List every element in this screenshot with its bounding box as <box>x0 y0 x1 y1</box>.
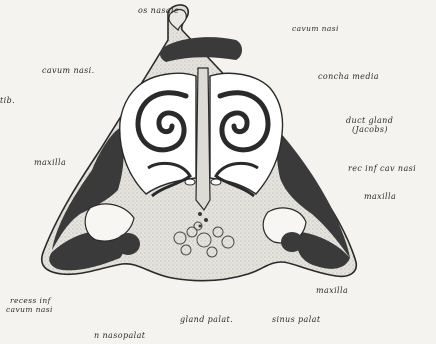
label-cavum-nasi-right: cavum nasi <box>292 24 339 33</box>
label-os-nasale: os nasale <box>138 6 179 15</box>
duct-gland-left <box>185 179 195 185</box>
label-concha-media: concha media <box>318 72 379 81</box>
sinus-right <box>281 232 303 252</box>
label-n-nasopalat: n nasopalat <box>94 331 145 340</box>
label-recess-inf-1: recess inf <box>10 296 51 305</box>
duct-gland-right <box>211 179 221 185</box>
label-recess-inf-2: cavum nasi <box>6 305 53 314</box>
label-cavum-nasi-left: cavum nasi. <box>42 66 95 75</box>
sinus-left <box>116 233 140 255</box>
label-tib: tib. <box>0 96 15 105</box>
label-maxilla-bottom-right: maxilla <box>316 286 348 295</box>
label-sinus-palat: sinus palat <box>272 315 320 324</box>
label-rec-inf-cav-nasi: rec inf cav nasi <box>348 164 416 173</box>
label-gland-palat: gland palat. <box>180 315 233 324</box>
label-duct-gland-1: duct gland <box>346 116 393 125</box>
label-maxilla-right: maxilla <box>364 192 396 201</box>
nasal-septum <box>196 68 210 210</box>
label-duct-gland-2: (Jacobs) <box>352 125 388 134</box>
label-maxilla-left: maxilla <box>34 158 66 167</box>
